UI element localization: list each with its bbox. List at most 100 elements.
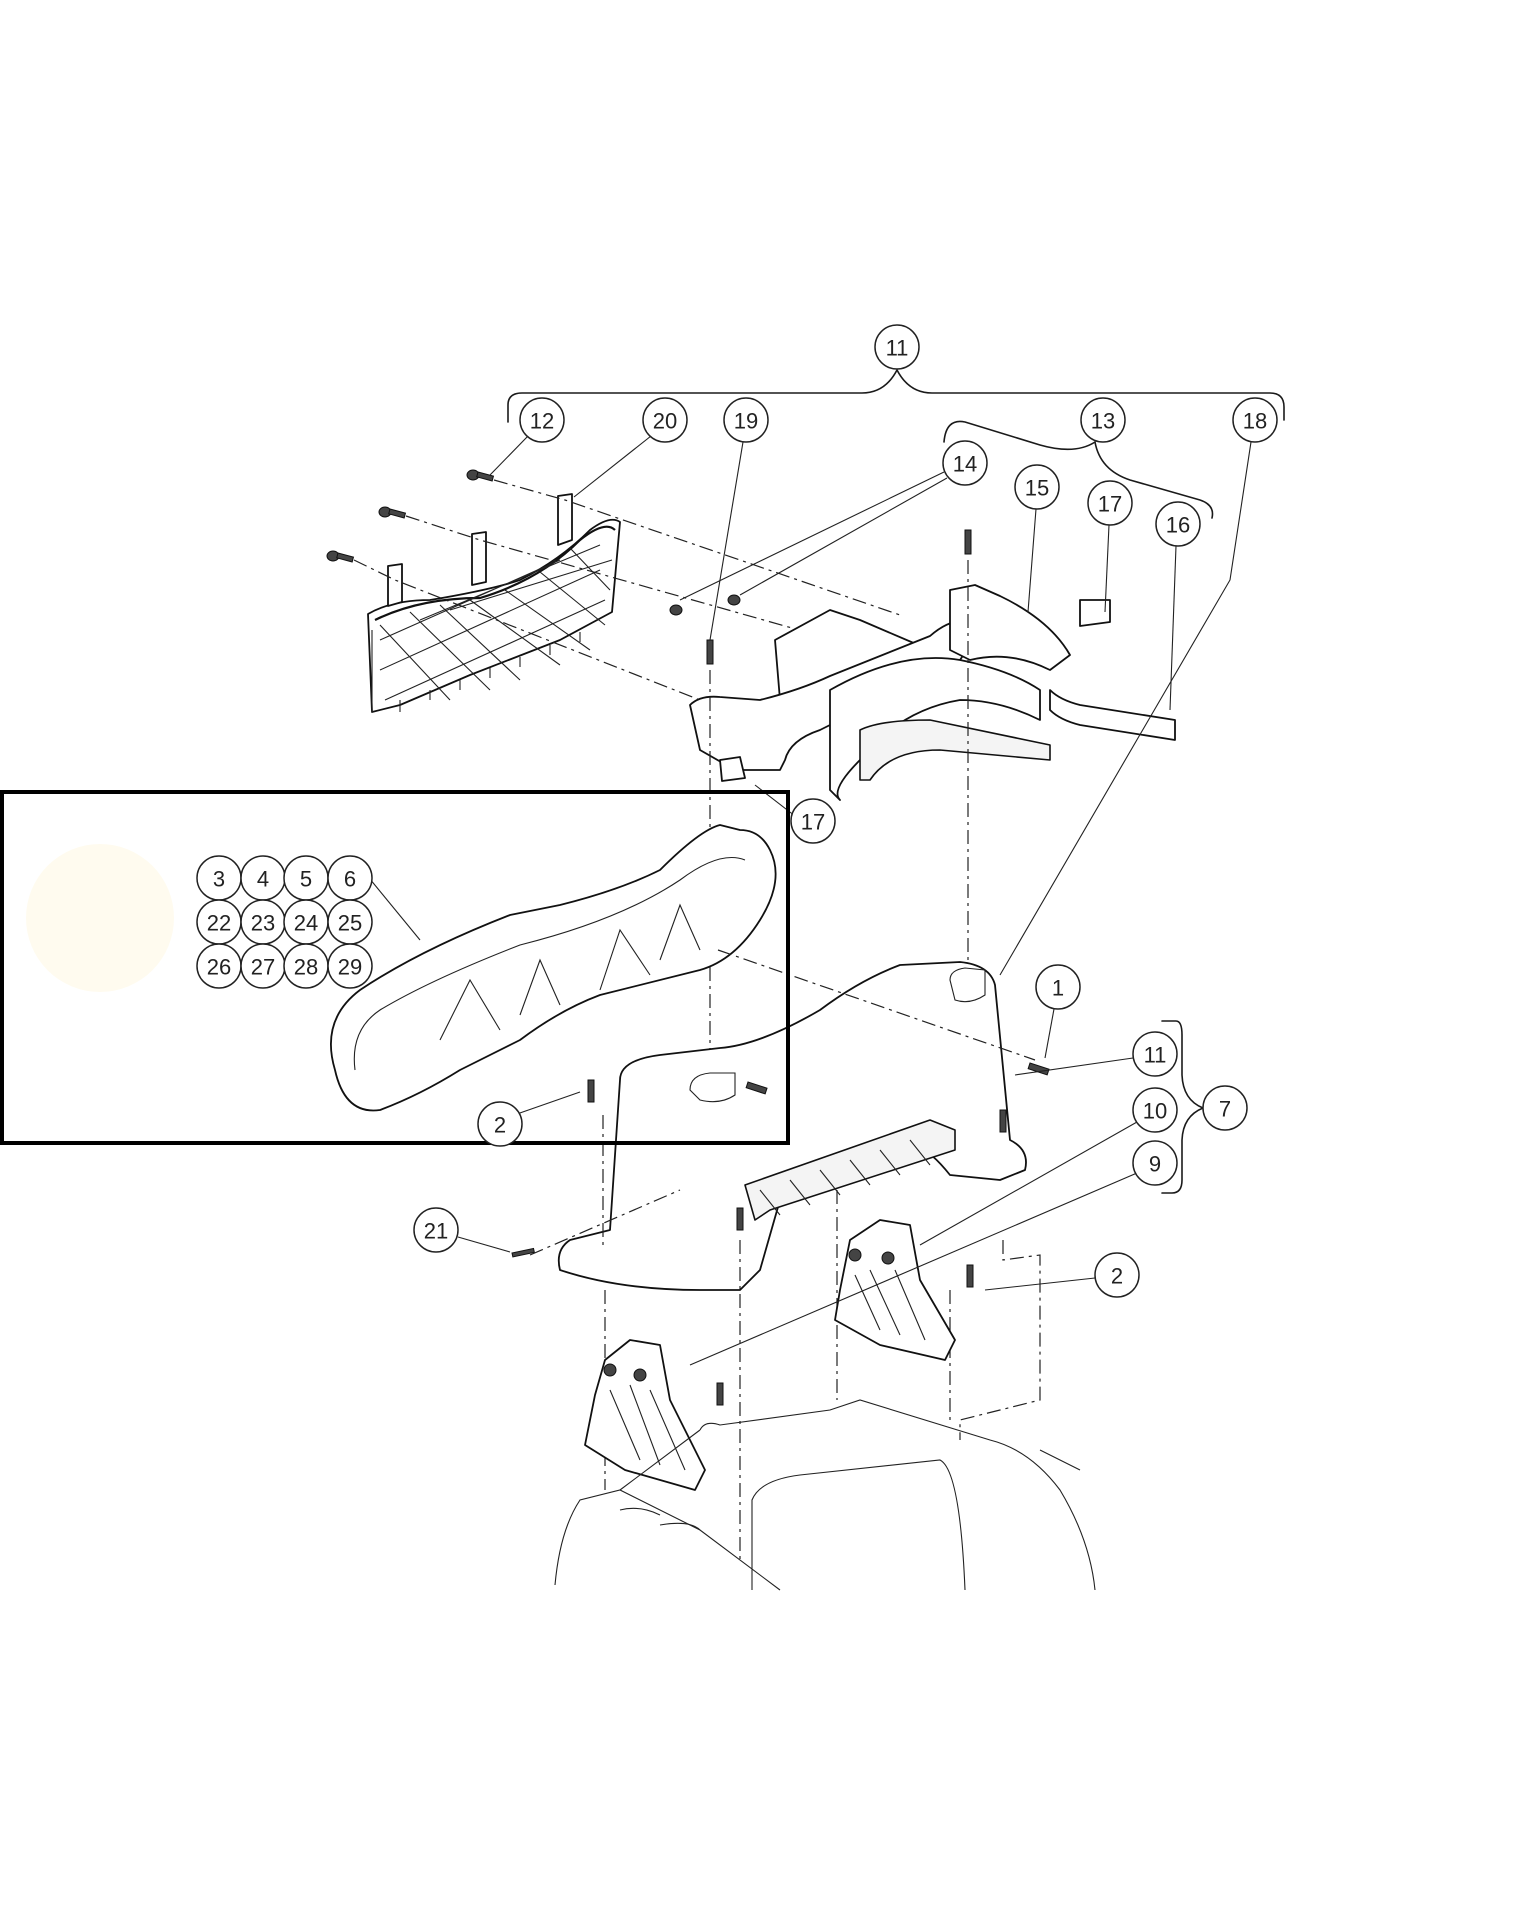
bracket-11-top bbox=[507, 369, 1285, 423]
callout-label: 1 bbox=[1052, 976, 1064, 1001]
callout-label: 24 bbox=[294, 911, 318, 936]
callout-label: 22 bbox=[207, 911, 231, 936]
callout-circle bbox=[790, 798, 836, 844]
callout-c17-low: 17 bbox=[790, 798, 836, 844]
callout-label: 11 bbox=[886, 336, 909, 361]
callout-c11-top: 11 bbox=[874, 324, 920, 370]
hinge-bracket-10 bbox=[834, 1219, 956, 1361]
callout-grid-6: 6 bbox=[327, 855, 373, 901]
callout-circle bbox=[519, 397, 565, 443]
net-bolts bbox=[326, 469, 495, 563]
callout-label: 29 bbox=[338, 955, 362, 980]
seat-base-part bbox=[557, 961, 1027, 1291]
callout-label: 18 bbox=[1243, 409, 1267, 434]
callout-circle bbox=[413, 1207, 459, 1253]
callout-circle bbox=[1155, 501, 1201, 547]
callout-label: 2 bbox=[1111, 1264, 1123, 1289]
callout-grid-27: 27 bbox=[240, 943, 286, 989]
tray-screws bbox=[669, 529, 972, 665]
callout-label: 21 bbox=[424, 1219, 448, 1244]
callout-c1: 1 bbox=[1035, 964, 1081, 1010]
callout-circle bbox=[1087, 480, 1133, 526]
callout-label: 23 bbox=[251, 911, 275, 936]
highlight-marker bbox=[26, 844, 174, 992]
callout-circle bbox=[1232, 397, 1278, 443]
callout-circle bbox=[1202, 1085, 1248, 1131]
callout-label: 2 bbox=[494, 1113, 506, 1138]
callout-grid-26: 26 bbox=[196, 943, 242, 989]
callout-circle bbox=[477, 1101, 523, 1147]
callout-circle bbox=[1132, 1140, 1178, 1186]
callout-c19: 19 bbox=[723, 397, 769, 443]
leader-lines bbox=[364, 435, 1252, 1366]
callout-label: 5 bbox=[300, 867, 312, 892]
callout-c7: 7 bbox=[1202, 1085, 1248, 1131]
callout-c13: 13 bbox=[1080, 397, 1126, 443]
callout-c18: 18 bbox=[1232, 397, 1278, 443]
callout-circle bbox=[1132, 1031, 1178, 1077]
callout-label: 25 bbox=[338, 911, 362, 936]
callout-c11-right: 11 bbox=[1132, 1031, 1178, 1077]
callout-label: 19 bbox=[734, 409, 758, 434]
callout-circle bbox=[642, 397, 688, 443]
callout-grid-layer: 3 4 5 6 22 23 24 25 26 27 28 29 bbox=[196, 855, 373, 989]
callout-c20: 20 bbox=[642, 397, 688, 443]
callout-label: 28 bbox=[294, 955, 318, 980]
callout-label: 26 bbox=[207, 955, 231, 980]
callout-label: 14 bbox=[953, 452, 977, 477]
net-dash-lines bbox=[353, 479, 901, 701]
callout-c15: 15 bbox=[1014, 464, 1060, 510]
callout-circle bbox=[327, 943, 373, 989]
callout-c2-right: 2 bbox=[1094, 1252, 1140, 1298]
callout-circle bbox=[874, 324, 920, 370]
callout-grid-24: 24 bbox=[283, 899, 329, 945]
callout-label: 27 bbox=[251, 955, 275, 980]
callout-grid-22: 22 bbox=[196, 899, 242, 945]
callout-circle bbox=[1132, 1087, 1178, 1133]
callout-c9: 9 bbox=[1132, 1140, 1178, 1186]
callout-circle bbox=[1080, 397, 1126, 443]
callout-label: 12 bbox=[530, 409, 554, 434]
callout-label: 11 bbox=[1144, 1043, 1167, 1068]
callout-label: 20 bbox=[653, 409, 677, 434]
callout-grid-29: 29 bbox=[327, 943, 373, 989]
callout-circle bbox=[1094, 1252, 1140, 1298]
callout-c12: 12 bbox=[519, 397, 565, 443]
callout-label: 3 bbox=[213, 867, 225, 892]
callout-grid-5: 5 bbox=[283, 855, 329, 901]
callout-circle bbox=[723, 397, 769, 443]
cargo-net-part bbox=[367, 493, 621, 713]
upper-tray-part bbox=[689, 584, 1176, 801]
inset-detail-box bbox=[0, 790, 790, 1145]
callout-label: 6 bbox=[344, 867, 356, 892]
callout-c10: 10 bbox=[1132, 1087, 1178, 1133]
callout-label: 17 bbox=[1098, 492, 1122, 517]
axis-lines bbox=[709, 560, 969, 1080]
callout-label: 15 bbox=[1025, 476, 1049, 501]
callout-c17-top: 17 bbox=[1087, 480, 1133, 526]
callout-grid-23: 23 bbox=[240, 899, 286, 945]
bracket-13 bbox=[943, 420, 1214, 519]
seat-cushion-part bbox=[330, 824, 777, 1112]
callout-circle bbox=[942, 440, 988, 486]
callout-circle bbox=[1014, 464, 1060, 510]
callout-c14: 14 bbox=[942, 440, 988, 486]
callout-label: 16 bbox=[1166, 513, 1190, 538]
callout-label: 7 bbox=[1219, 1097, 1231, 1122]
callout-circle bbox=[1035, 964, 1081, 1010]
callout-c2-inset: 2 bbox=[477, 1101, 523, 1147]
callout-grid-3: 3 bbox=[196, 855, 242, 901]
callout-grid-4: 4 bbox=[240, 855, 286, 901]
callout-label: 10 bbox=[1143, 1099, 1167, 1124]
hinge-bracket-9 bbox=[584, 1339, 706, 1491]
callout-c21: 21 bbox=[413, 1207, 459, 1253]
callout-label: 4 bbox=[257, 867, 269, 892]
callout-grid-25: 25 bbox=[327, 899, 373, 945]
callout-label: 13 bbox=[1091, 409, 1115, 434]
cart-body-part bbox=[554, 1399, 1096, 1591]
callout-c16: 16 bbox=[1155, 501, 1201, 547]
callout-label: 17 bbox=[801, 810, 825, 835]
callout-label: 9 bbox=[1149, 1152, 1161, 1177]
